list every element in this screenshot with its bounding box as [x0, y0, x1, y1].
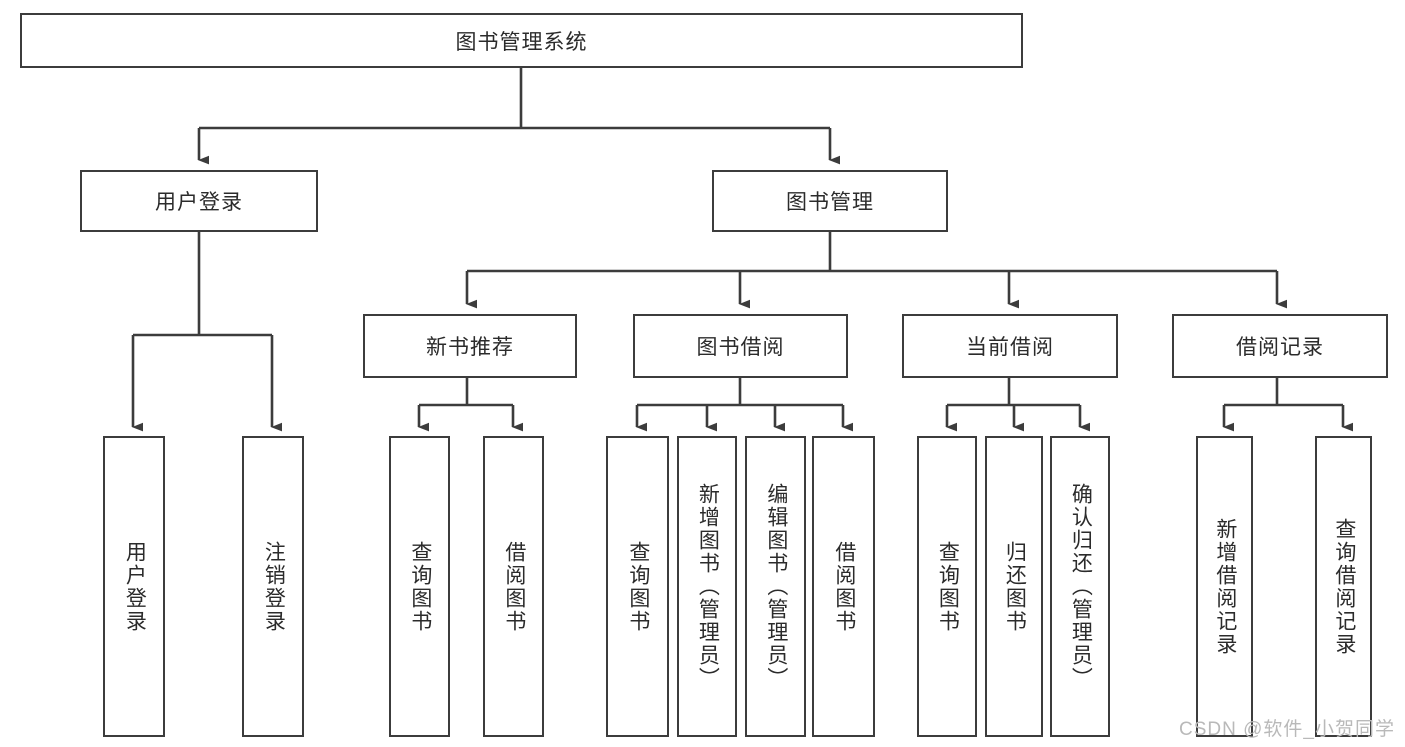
leaf-user-login-label: 用户登录 [123, 540, 147, 633]
node-root[interactable]: 图书管理系统 [20, 13, 1023, 68]
node-borrowing-records[interactable]: 借阅记录 [1172, 314, 1388, 378]
leaf-current-confirm-return-admin-label: 确认归还（管理员） [1069, 483, 1093, 690]
leaf-borrow-add-book-admin-label: 新增图书（管理员） [696, 483, 720, 690]
leaf-current-query-book[interactable]: 查询图书 [917, 436, 977, 737]
leaf-new-books-borrow[interactable]: 借阅图书 [483, 436, 544, 737]
leaf-new-books-query[interactable]: 查询图书 [389, 436, 450, 737]
node-borrowing-records-label: 借阅记录 [1236, 336, 1324, 359]
leaf-records-query-record[interactable]: 查询借阅记录 [1315, 436, 1372, 737]
leaf-borrow-edit-book-admin-label: 编辑图书（管理员） [764, 483, 788, 690]
node-current-borrowing[interactable]: 当前借阅 [902, 314, 1118, 378]
leaf-current-return-book[interactable]: 归还图书 [985, 436, 1043, 737]
leaf-borrow-query-book[interactable]: 查询图书 [606, 436, 669, 737]
leaf-borrow-query-book-label: 查询图书 [626, 540, 650, 633]
node-current-borrowing-label: 当前借阅 [966, 336, 1054, 359]
leaf-borrow-add-book-admin[interactable]: 新增图书（管理员） [677, 436, 737, 737]
node-new-book-recommendation[interactable]: 新书推荐 [363, 314, 577, 378]
leaf-records-add-record-label: 新增借阅记录 [1213, 517, 1237, 656]
node-book-management-label: 图书管理 [786, 191, 874, 214]
leaf-current-confirm-return-admin[interactable]: 确认归还（管理员） [1050, 436, 1110, 737]
node-user-login-label: 用户登录 [155, 191, 243, 214]
node-root-label: 图书管理系统 [455, 30, 588, 54]
watermark: CSDN @软件_小贺同学 [1179, 719, 1395, 740]
node-new-book-recommendation-label: 新书推荐 [426, 336, 514, 359]
leaf-user-logout[interactable]: 注销登录 [242, 436, 304, 737]
leaf-records-query-record-label: 查询借阅记录 [1332, 517, 1356, 656]
leaf-current-query-book-label: 查询图书 [936, 540, 960, 633]
leaf-user-logout-label: 注销登录 [262, 540, 286, 633]
node-book-management[interactable]: 图书管理 [712, 170, 948, 232]
node-user-login[interactable]: 用户登录 [80, 170, 318, 232]
node-book-borrowing-label: 图书借阅 [696, 336, 785, 359]
leaf-borrow-borrow-book[interactable]: 借阅图书 [812, 436, 875, 737]
leaf-user-login[interactable]: 用户登录 [103, 436, 165, 737]
leaf-current-return-book-label: 归还图书 [1003, 540, 1027, 633]
leaf-new-books-borrow-label: 借阅图书 [502, 540, 526, 633]
leaf-records-add-record[interactable]: 新增借阅记录 [1196, 436, 1253, 737]
leaf-borrow-edit-book-admin[interactable]: 编辑图书（管理员） [745, 436, 806, 737]
node-book-borrowing[interactable]: 图书借阅 [633, 314, 848, 378]
leaf-borrow-borrow-book-label: 借阅图书 [832, 540, 856, 633]
leaf-new-books-query-label: 查询图书 [408, 540, 432, 633]
